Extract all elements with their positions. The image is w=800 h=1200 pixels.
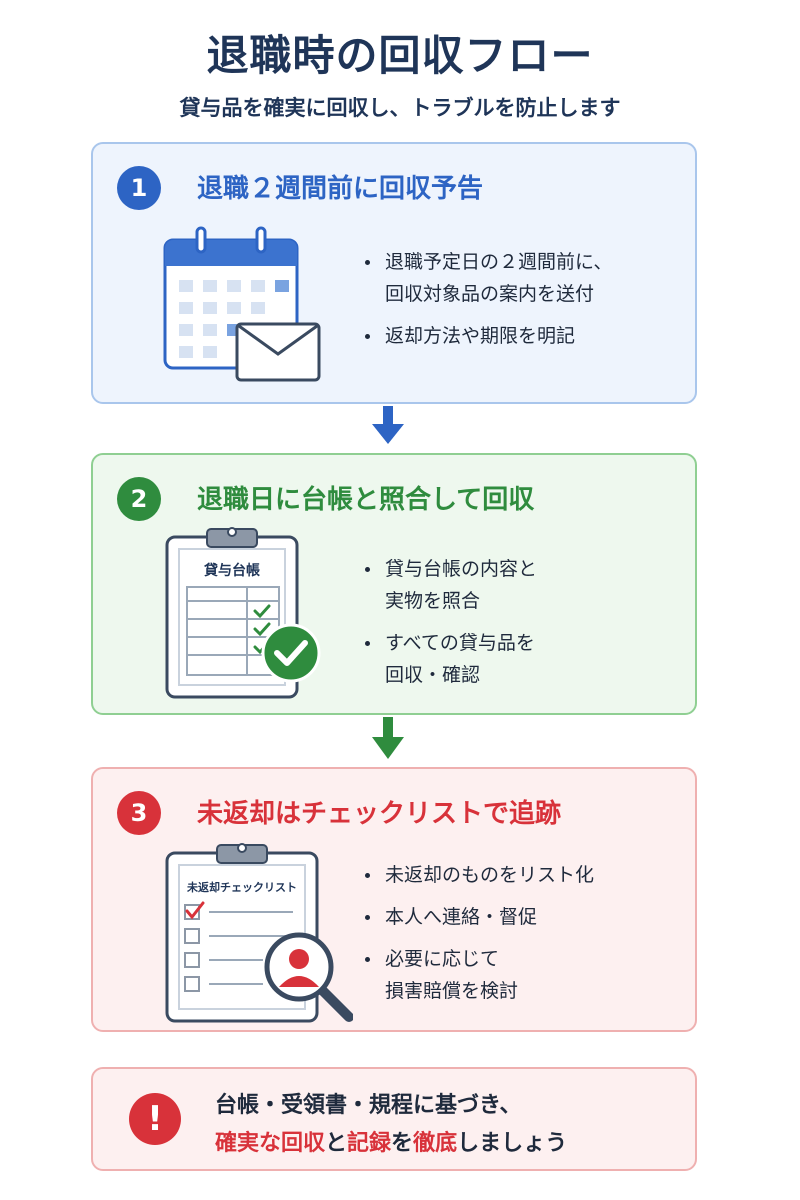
bullet-item: 貸与台帳の内容と 実物を照合: [363, 553, 537, 617]
clipboard-label: 未返却チェックリスト: [186, 880, 297, 894]
alert-box: ! 台帳・受領書・規程に基づき、 確実な回収と記録を徹底しましょう: [91, 1067, 697, 1171]
arrow-down-icon: [372, 406, 404, 444]
bullet-item: すべての貸与品を 回収・確認: [363, 627, 537, 691]
exclamation-icon: !: [129, 1093, 181, 1145]
bullet-item: 必要に応じて 損害賠償を検討: [363, 943, 594, 1007]
step-1-bullets: 退職予定日の２週間前に、 回収対象品の案内を送付 返却方法や期限を明記: [363, 246, 612, 362]
alert-text: と: [325, 1131, 348, 1156]
page-subtitle: 貸与品を確実に回収し、トラブルを防止します: [179, 96, 621, 120]
bullet-item: 返却方法や期限を明記: [363, 320, 612, 352]
checklist-search-icon: 未返却チェックリスト: [165, 843, 353, 1023]
alert-emphasis: 記録: [347, 1131, 392, 1156]
bullet-item: 本人へ連絡・督促: [363, 901, 594, 933]
calendar-mail-icon: [163, 226, 321, 382]
step-2-card: 2 退職日に台帳と照合して回収 貸与台帳 貸与台帳の内容と 実物を照合 すべての…: [91, 453, 697, 715]
step-3-card: 3 未返却はチェックリストで追跡 未返却チェックリスト 未返却のものをリスト化 …: [91, 767, 697, 1032]
alert-line-2: 確実な回収と記録を徹底しましょう: [215, 1125, 567, 1157]
bullet-item: 退職予定日の２週間前に、 回収対象品の案内を送付: [363, 246, 612, 310]
alert-text: しましょう: [457, 1131, 568, 1156]
step-1-card: 1 退職２週間前に回収予告 退職予定日の２週間前に、 回収対象品の案内を送付 返…: [91, 142, 697, 404]
step-1-heading: 退職２週間前に回収予告: [197, 174, 484, 204]
step-3-bullets: 未返却のものをリスト化 本人へ連絡・督促 必要に応じて 損害賠償を検討: [363, 859, 594, 1017]
alert-line-1: 台帳・受領書・規程に基づき、: [215, 1093, 522, 1118]
step-1-number: 1: [117, 166, 161, 210]
bullet-item: 未返却のものをリスト化: [363, 859, 594, 891]
step-2-bullets: 貸与台帳の内容と 実物を照合 すべての貸与品を 回収・確認: [363, 553, 537, 701]
step-2-number: 2: [117, 477, 161, 521]
arrow-down-icon: [372, 717, 404, 759]
step-2-heading: 退職日に台帳と照合して回収: [197, 485, 535, 515]
clipboard-ledger-icon: 貸与台帳: [165, 527, 321, 699]
alert-emphasis: 徹底: [413, 1131, 458, 1156]
alert-text: を: [391, 1131, 414, 1156]
clipboard-label: 貸与台帳: [203, 562, 260, 579]
alert-emphasis: 確実な回収: [215, 1131, 326, 1156]
page-title: 退職時の回収フロー: [206, 31, 594, 80]
step-3-heading: 未返却はチェックリストで追跡: [197, 799, 562, 829]
step-3-number: 3: [117, 791, 161, 835]
